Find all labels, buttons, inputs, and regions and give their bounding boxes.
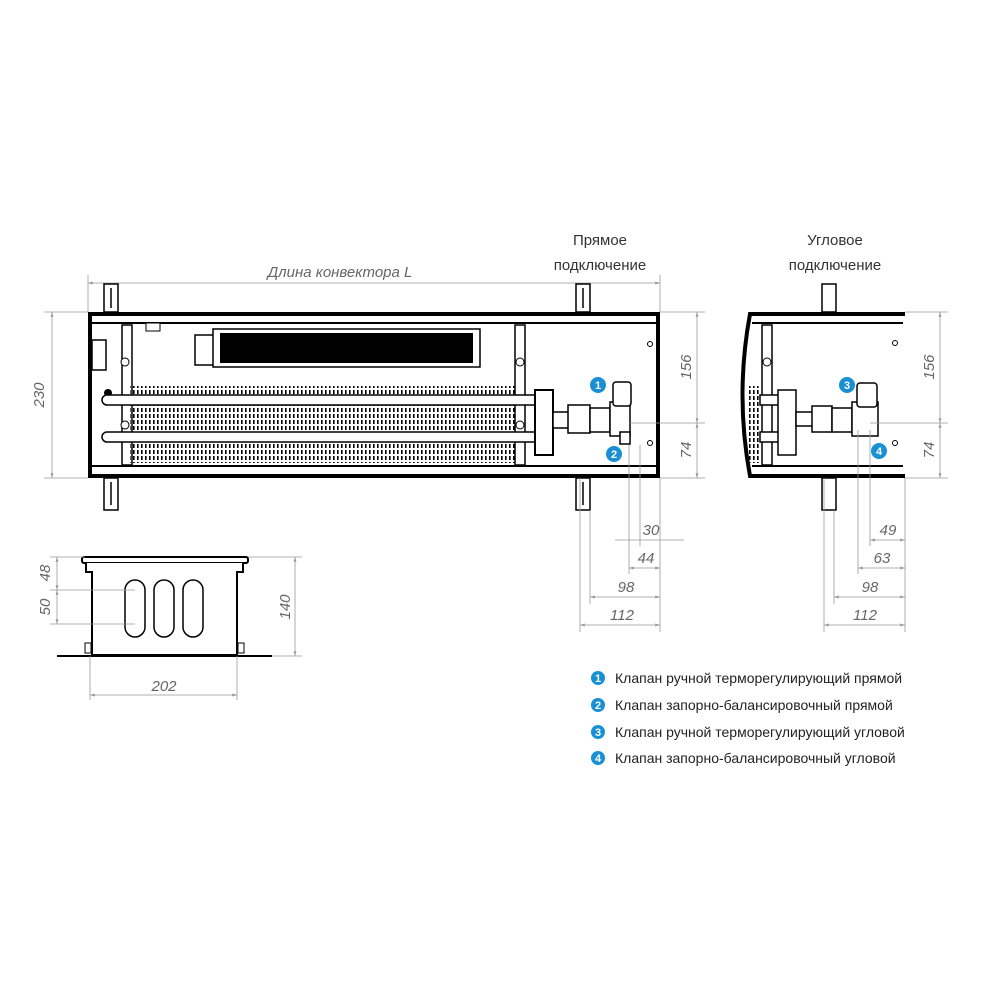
svg-text:2: 2: [611, 449, 617, 461]
angled-title-2: подключение: [789, 257, 881, 274]
svg-text:3: 3: [595, 727, 601, 739]
dim-112: 112: [610, 607, 635, 624]
svg-text:Клапан ручной терморегулирующи: Клапан ручной терморегулирующий угловой: [615, 724, 905, 740]
legend-item-4: 4 Клапан запорно-балансировочный угловой: [591, 750, 896, 766]
svg-text:Клапан ручной терморегулирующи: Клапан ручной терморегулирующий прямой: [615, 670, 902, 686]
angled-valve-assembly: [759, 382, 879, 456]
angled-dim-156: 156: [921, 354, 938, 380]
height-230-label: 230: [31, 382, 48, 409]
direct-valve-assembly: [552, 381, 632, 445]
angled-view: Угловое подключение 3 4: [740, 232, 948, 632]
dim-50: 50: [37, 598, 54, 615]
direct-title-2: подключение: [554, 257, 646, 274]
legend-item-1: 1 Клапан ручной терморегулирующий прямой: [591, 670, 902, 686]
svg-text:1: 1: [595, 380, 601, 392]
marker-3: 3: [839, 377, 855, 393]
dim-202: 202: [150, 678, 177, 695]
angled-dim-74: 74: [921, 442, 938, 459]
svg-text:4: 4: [876, 446, 883, 458]
cable-slots: [124, 579, 204, 638]
dim-156: 156: [678, 354, 695, 380]
svg-text:4: 4: [595, 753, 602, 765]
legend-item-3: 3 Клапан ручной терморегулирующий углово…: [591, 724, 905, 740]
angled-dim-49: 49: [880, 522, 897, 539]
marker-1: 1: [590, 377, 606, 393]
dim-48: 48: [37, 564, 54, 581]
angled-title-1: Угловое: [807, 232, 863, 249]
svg-text:2: 2: [595, 700, 601, 712]
svg-text:3: 3: [844, 380, 850, 392]
dim-74: 74: [678, 442, 695, 459]
dim-44: 44: [638, 550, 655, 567]
direct-title-1: Прямое: [573, 232, 627, 249]
fan-grille: [220, 333, 473, 363]
legend-item-2: 2 Клапан запорно-балансировочный прямой: [591, 697, 893, 713]
marker-4: 4: [871, 443, 887, 459]
cross-section: 48 50 140 202: [37, 556, 302, 700]
fan-connector: [194, 334, 216, 366]
angled-dim-112: 112: [853, 607, 878, 624]
dim-98: 98: [618, 579, 635, 596]
marker-2: 2: [606, 446, 622, 462]
dim-30: 30: [643, 522, 660, 539]
legend: 1 Клапан ручной терморегулирующий прямой…: [591, 670, 905, 766]
svg-text:Клапан запорно-балансировочный: Клапан запорно-балансировочный прямой: [615, 697, 893, 713]
svg-text:1: 1: [595, 673, 601, 685]
dim-140: 140: [277, 594, 294, 620]
svg-text:Клапан запорно-балансировочный: Клапан запорно-балансировочный угловой: [615, 750, 896, 766]
length-label: Длина конвектора L: [266, 264, 413, 281]
main-view: Длина конвектора L: [31, 232, 705, 632]
angled-dim-98: 98: [862, 579, 879, 596]
angled-dim-63: 63: [874, 550, 891, 567]
